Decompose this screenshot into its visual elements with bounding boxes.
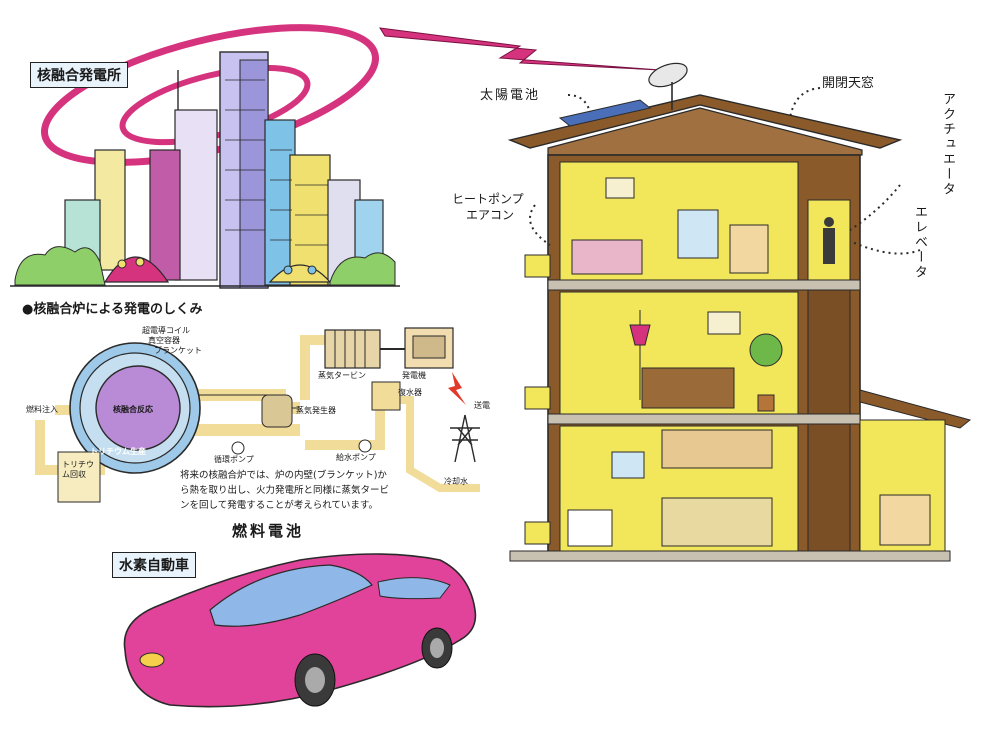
label-heatpump-1: ヒートポンプ [452,192,524,206]
car-headlight [139,652,165,668]
tritium-recovery-box [57,451,101,503]
annex-roof [859,389,972,429]
label-turbine: 蒸気タービン [318,371,366,380]
fusion-plant-title: 核融合発電所 [30,62,128,88]
dresser [729,224,769,274]
label-heatpump-2: エアコン [466,208,515,222]
plasma-core [95,365,181,451]
label-elevator: エレベータ [912,205,927,280]
reactor-note: 将来の核融合炉では、炉の内壁(ブランケット)から熱を取り出し、火力発電所と同様に… [180,470,390,511]
bed [571,239,643,275]
label-transmission: 送電 [474,401,490,410]
label-skylight: 開閉天窓 [822,76,875,91]
label-breeding: トリチウム生産 [90,447,146,456]
counter [661,497,773,547]
bathtub [567,509,613,547]
reactor-diagram [35,327,480,503]
power-bolt-icon [448,372,466,405]
label-circulation-pump: 循環ポンプ [214,455,254,464]
tower [289,154,331,286]
label-blanket: ブランケット [154,346,202,355]
label-tritium-recovery: トリチウム回収 [62,460,94,479]
window-lines [225,79,328,246]
floor-lamp [629,324,651,346]
tree-line [14,246,106,286]
fuel-cell-title: 燃料電池 [232,522,305,540]
hydrogen-car-illustration [123,553,477,708]
steam-generator [261,394,293,428]
hydrogen-car-title: 水素自動車 [112,552,196,578]
tree-line [329,252,396,286]
annex-railing [879,494,931,546]
label-coil: 超電導コイル [142,326,190,335]
car-side-window [377,577,451,600]
signal-bolt [379,27,661,71]
label-fuel-inject: 燃料注入 [26,405,58,414]
label-cooling-water: 冷却水 [444,477,468,486]
potted-tree [749,333,783,367]
car-windshield [209,564,373,627]
tower [174,109,218,281]
fusion-city-illustration [10,24,661,289]
solar-panel [558,99,652,127]
window [611,451,645,479]
tower [149,149,181,281]
house-cross-section [507,62,972,562]
label-generator: 発電機 [402,371,426,380]
steam-turbine [324,329,381,369]
label-actuator: アクチュエータ [940,92,955,197]
ac-outdoor-unit [524,521,551,545]
ac-outdoor-unit [524,254,551,278]
reactor-section-title: ●核融合炉による発電のしくみ [22,302,203,317]
circulation-pump-icon [231,441,245,455]
cooling-water-pipe [400,396,480,492]
attic [547,107,863,156]
condenser [371,381,401,411]
tower [239,59,269,289]
callout-lines [529,87,921,255]
roof [507,94,903,149]
label-core: 核融合反応 [113,405,153,414]
label-steam-generator: 蒸気発生器 [296,406,336,415]
label-condenser: 復水器 [398,388,422,397]
transmission-tower-icon [450,414,480,463]
picture-frame [707,311,741,335]
satellite-dish [648,62,688,88]
feed-pump-icon [358,439,372,453]
sofa [641,367,735,409]
picture-frame [605,177,635,199]
ac-outdoor-unit [524,386,551,410]
range-hood [661,429,773,469]
feedwater-pipe [305,410,385,450]
label-feed-pump: 給水ポンプ [336,453,376,462]
label-solar: 太陽電池 [480,88,541,103]
label-vessel: 真空容器 [148,336,180,345]
window [677,209,719,259]
